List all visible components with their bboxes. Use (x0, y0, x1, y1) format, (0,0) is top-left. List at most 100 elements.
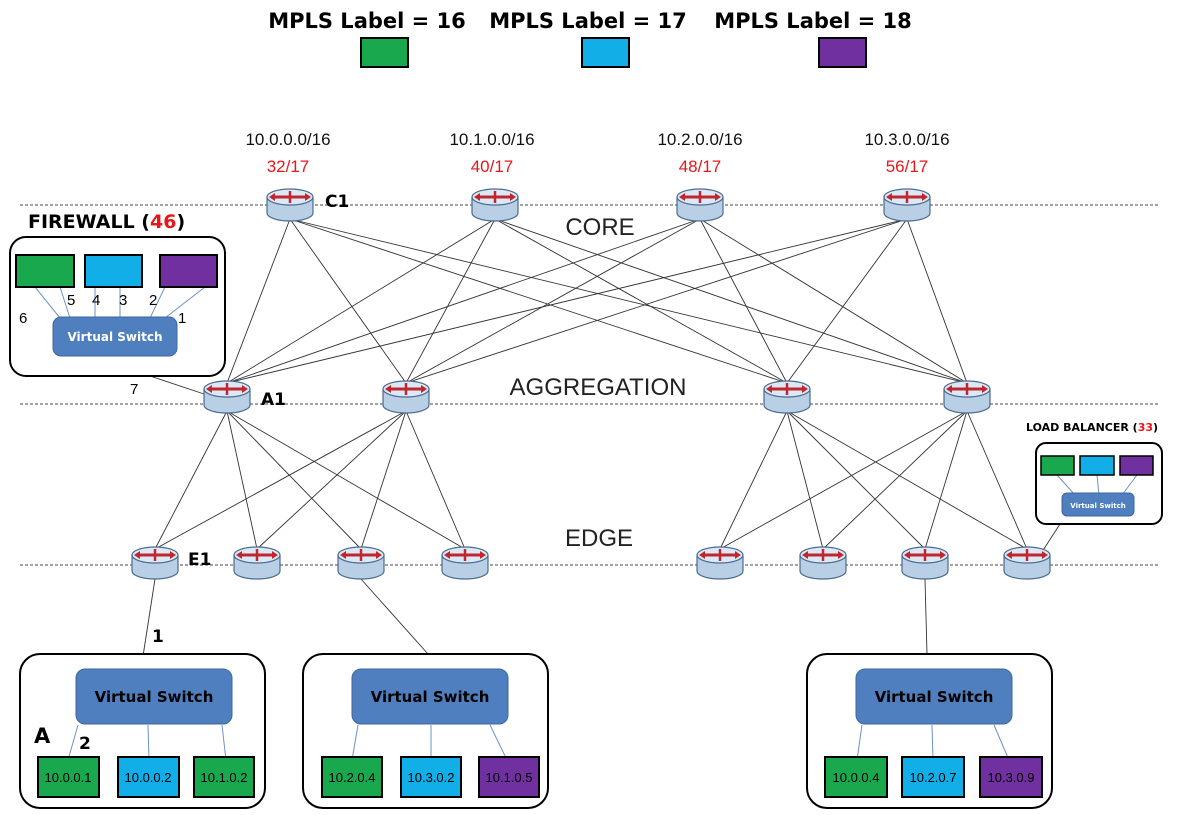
aggregation-router-icon (203, 380, 251, 414)
host-virtual-switch-label: Virtual Switch (371, 688, 490, 706)
vm-ip: 10.1.0.5 (486, 770, 533, 785)
load-balancer-title-close: ) (1153, 421, 1158, 434)
edge-router-icon (131, 546, 179, 580)
vm-ip: 10.2.0.7 (910, 770, 957, 785)
vm-box (321, 756, 383, 798)
firewall-virtual-switch-label: Virtual Switch (67, 330, 162, 344)
edge-layer-label: EDGE (565, 525, 633, 552)
host-virtual-switch-label: Virtual Switch (95, 688, 214, 706)
aggregation-edge-link (154, 410, 228, 550)
host-virtual-switch-label: Virtual Switch (875, 688, 994, 706)
aggregation-router-icon (382, 380, 430, 414)
links (140, 218, 1061, 670)
edge-router-icon (1003, 546, 1051, 580)
host-group-name: A (34, 724, 51, 748)
aggregation-edge-link (786, 410, 1028, 550)
core-prefix: 10.0.0.0/16 (245, 130, 330, 149)
aggregation-edge-link (822, 410, 968, 550)
vm-ip: 10.0.0.2 (125, 770, 172, 785)
firewall-wire (149, 286, 166, 319)
vm-box (37, 756, 100, 798)
core-mpls-label: 40/17 (471, 157, 514, 176)
host-wire (221, 724, 227, 761)
firewall-port-1: 1 (178, 310, 186, 327)
firewall-number: 46 (150, 211, 176, 233)
firewall-port-5: 5 (67, 292, 75, 309)
core-mpls-label: 32/17 (267, 157, 310, 176)
firewall-instance-green (15, 254, 75, 288)
load-balancer-instance-purple (1119, 455, 1154, 476)
routers (131, 188, 1051, 580)
legend-swatch-16 (360, 37, 409, 68)
core-aggregation-link (226, 218, 908, 384)
aggregation-edge-link (226, 410, 466, 550)
host-wire (856, 724, 863, 761)
load-balancer-wire (1096, 474, 1100, 496)
load-balancer-instance-blue (1079, 455, 1115, 476)
edge-router-icon (441, 546, 489, 580)
vm-ip: 10.3.0.9 (988, 770, 1035, 785)
load-balancer-title-text: LOAD BALANCER ( (1026, 421, 1138, 434)
host-wire (67, 724, 79, 761)
firewall-title-text: FIREWALL ( (28, 211, 150, 233)
aggregation-router-icon (943, 380, 991, 414)
host-wire (351, 724, 359, 761)
aggregation-edge-link (924, 410, 968, 550)
aggregation-edge-link (226, 410, 258, 550)
load-balancer-virtual-switch-label: Virtual Switch (1070, 502, 1125, 510)
edge-router-icon (233, 546, 281, 580)
core-prefixes: 10.0.0.0/16 32/17 10.1.0.0/16 40/17 10.2… (245, 130, 949, 176)
aggregation-edge-link (256, 410, 407, 550)
vm-ip: 10.0.0.1 (45, 770, 92, 785)
host-wire (993, 724, 1010, 761)
host-virtual-switch (351, 668, 509, 725)
edge-router-icon (901, 546, 949, 580)
core-aggregation-link (494, 218, 788, 384)
aggregation-edge-link (405, 410, 466, 550)
core-aggregation-link (405, 218, 908, 384)
firewall-port-2: 2 (149, 292, 157, 309)
core-aggregation-link (906, 218, 968, 384)
core-aggregation-link (226, 218, 291, 384)
legend-label-16: MPLS Label = 16 (268, 9, 466, 33)
core-aggregation-link (226, 218, 701, 384)
aggregation-edge-link (154, 410, 407, 550)
host-wire (147, 724, 150, 761)
firewall-virtual-switch (52, 316, 178, 357)
host-vm-port: 2 (79, 734, 91, 754)
firewall-wire (59, 286, 71, 319)
core-prefix: 10.1.0.0/16 (449, 130, 534, 149)
core-aggregation-link (699, 218, 788, 384)
aggregation-edge-link (719, 410, 968, 550)
host-group-2: Virtual Switch 10.2.0.4 10.3.0.2 10.1.0.… (302, 653, 549, 809)
core-prefix: 10.2.0.0/16 (657, 130, 742, 149)
core-aggregation-link (289, 218, 788, 384)
host-uplink (924, 578, 928, 655)
core-prefix: 10.3.0.0/16 (864, 130, 949, 149)
core-router-icon (471, 188, 519, 222)
vm-box (824, 756, 888, 798)
aggregation-edge-link (966, 410, 1028, 550)
core-aggregation-link (289, 218, 407, 384)
vm-box (193, 756, 255, 798)
firewall-instance-purple (159, 254, 218, 288)
vm-box (901, 756, 965, 798)
aggregation-edge-link (360, 410, 407, 550)
load-balancer-title: LOAD BALANCER (33) (1026, 421, 1158, 434)
edge-router-icon (337, 546, 385, 580)
firewall-wire (164, 286, 206, 319)
host-wire (931, 724, 934, 761)
core-layer-label: CORE (565, 214, 634, 241)
host-uplink (360, 578, 429, 655)
core-mpls-label: 56/17 (886, 157, 929, 176)
router-name-a1: A1 (261, 390, 286, 410)
core-router-icon (883, 188, 931, 222)
vm-ip: 10.0.0.4 (833, 770, 880, 785)
firewall: FIREWALL (46) Virtual Switch 6 5 4 3 2 1… (9, 211, 226, 398)
legend-swatch-17 (581, 37, 630, 68)
aggregation-layer-label: AGGREGATION (510, 374, 687, 401)
aggregation-edge-link (786, 410, 824, 550)
host-group-a: 1 Virtual Switch A 2 10.0.0.1 10.0.0.2 1… (19, 627, 266, 809)
vm-box (478, 756, 540, 798)
